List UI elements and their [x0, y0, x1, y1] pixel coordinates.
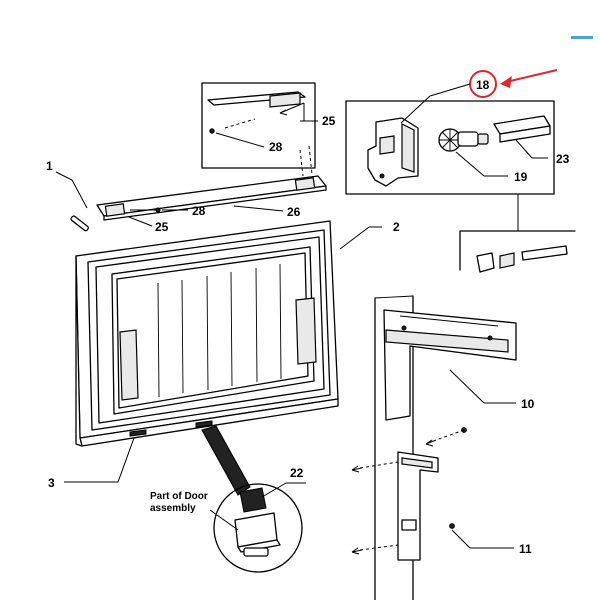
- detail-pointer: [201, 425, 251, 496]
- fan-assembly-box: [345, 69, 558, 231]
- door-part-detail: [209, 482, 306, 573]
- callout-2: 2: [393, 220, 400, 234]
- hinge-bar-26: [96, 145, 327, 227]
- callout-19: 19: [514, 170, 528, 184]
- callout-25-bottom: 25: [155, 220, 169, 234]
- hinge-pin-1: [55, 171, 89, 232]
- callout-22: 22: [290, 466, 304, 480]
- callout-11: 11: [519, 542, 532, 556]
- caption-line-1: Part of Door: [150, 491, 208, 502]
- hinge-bar-detail-box: [201, 82, 318, 169]
- freezer-door: [64, 220, 382, 483]
- fan-assembly-small-box: [459, 230, 576, 273]
- callout-28-bottom: 28: [192, 204, 206, 218]
- red-arrow: [505, 69, 558, 83]
- callout-23: 23: [556, 152, 570, 166]
- callout-28-top: 28: [269, 140, 283, 154]
- accent-bar: [571, 36, 593, 39]
- callout-18: 18: [476, 78, 490, 92]
- callout-1: 1: [46, 159, 53, 173]
- cabinet-hinge-assembly: [351, 295, 517, 600]
- callout-10: 10: [521, 397, 535, 411]
- callout-3: 3: [48, 476, 55, 490]
- callout-26: 26: [287, 205, 301, 219]
- callout-25-top: 25: [322, 114, 336, 128]
- caption-line-2: assembly: [150, 503, 196, 514]
